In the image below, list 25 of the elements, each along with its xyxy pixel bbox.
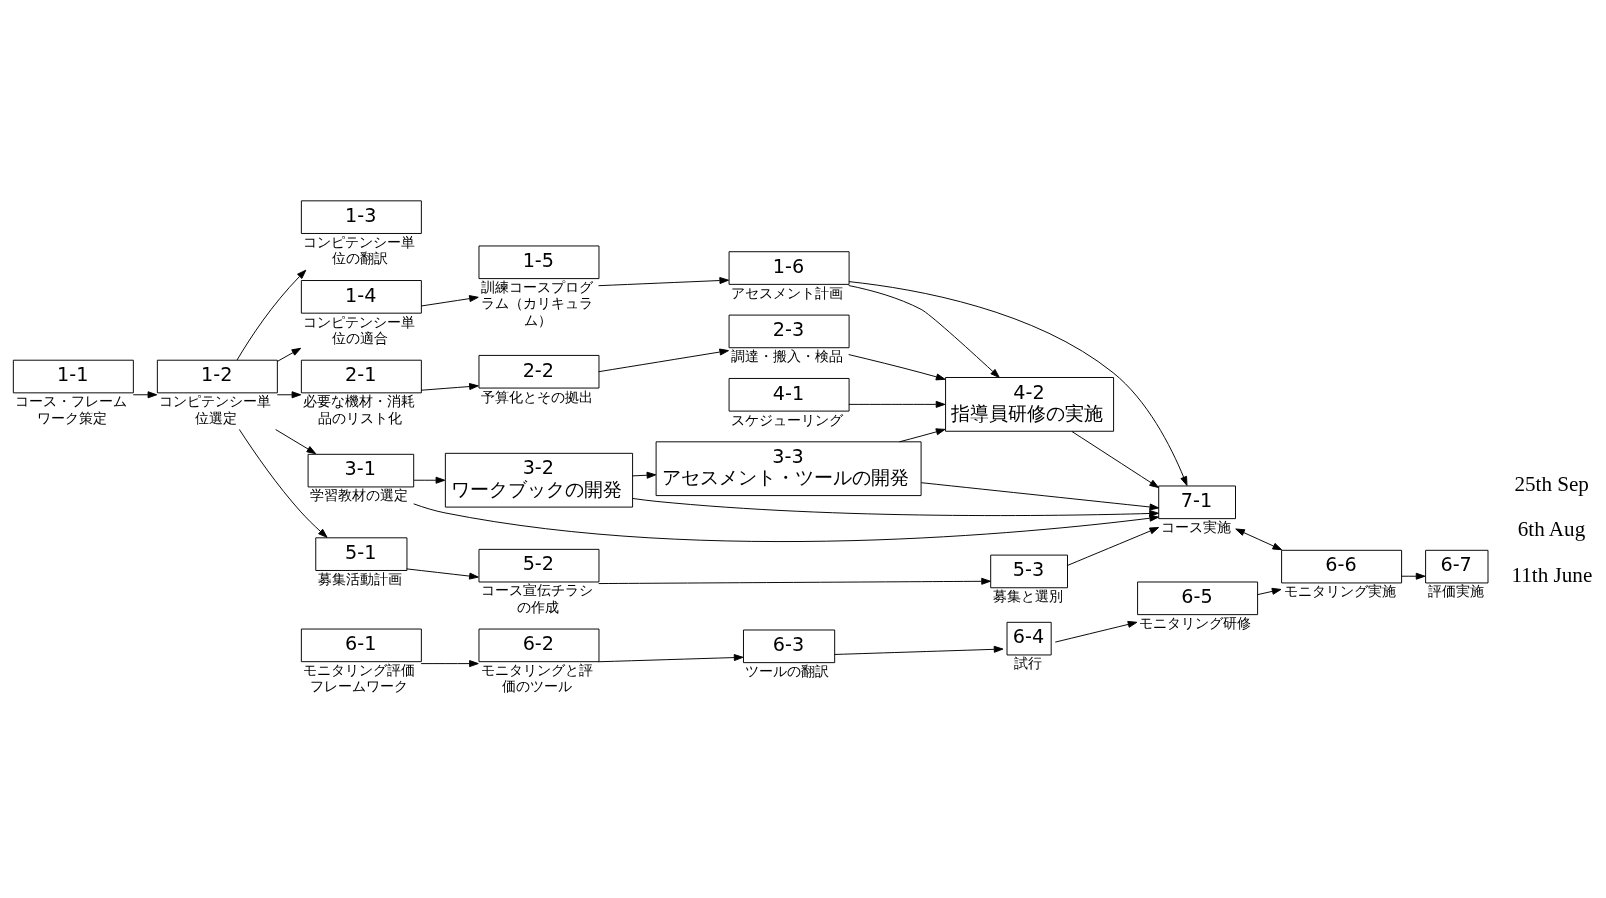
node-label: モニタリング実施 [1283,582,1396,599]
node-label: コンピテンシー単位の翻訳 [303,233,416,266]
node-label: 評価実施 [1427,582,1484,599]
node-label: ツールの翻訳 [745,662,830,679]
node-label: アセスメント計画 [730,284,843,301]
node-label: コース・フレームワーク策定 [15,392,128,426]
node-label: モニタリング評価フレームワーク [303,661,416,694]
node-label: コンピテンシー単位選定 [159,392,272,426]
node-label: 学習教材の選定 [310,486,408,503]
node-label: 訓練コースプログラム（カリキュラム） [480,278,593,328]
node-label: コース宣伝チラシの作成 [480,581,593,615]
node-label: モニタリング研修 [1139,614,1252,631]
node-label: 予算化とその拠出 [480,388,593,404]
node-label: 募集活動計画 [317,570,402,587]
node-label: 試行 [1014,654,1043,671]
node-label: 必要な機材・消耗品のリスト化 [303,392,416,426]
label: 25th Sep [1514,471,1589,496]
label: 6th Aug [1517,516,1586,541]
node-label: 募集と選別 [992,587,1063,604]
node-label: コンピテンシー単位の適合 [303,313,416,346]
node-label: コース実施 [1160,518,1231,535]
label: 11th June [1511,562,1593,587]
node-label: モニタリングと評価のツール [480,661,593,694]
node-label: 調達・搬入・検品 [730,347,843,364]
node-label: スケジューリング [730,411,843,428]
